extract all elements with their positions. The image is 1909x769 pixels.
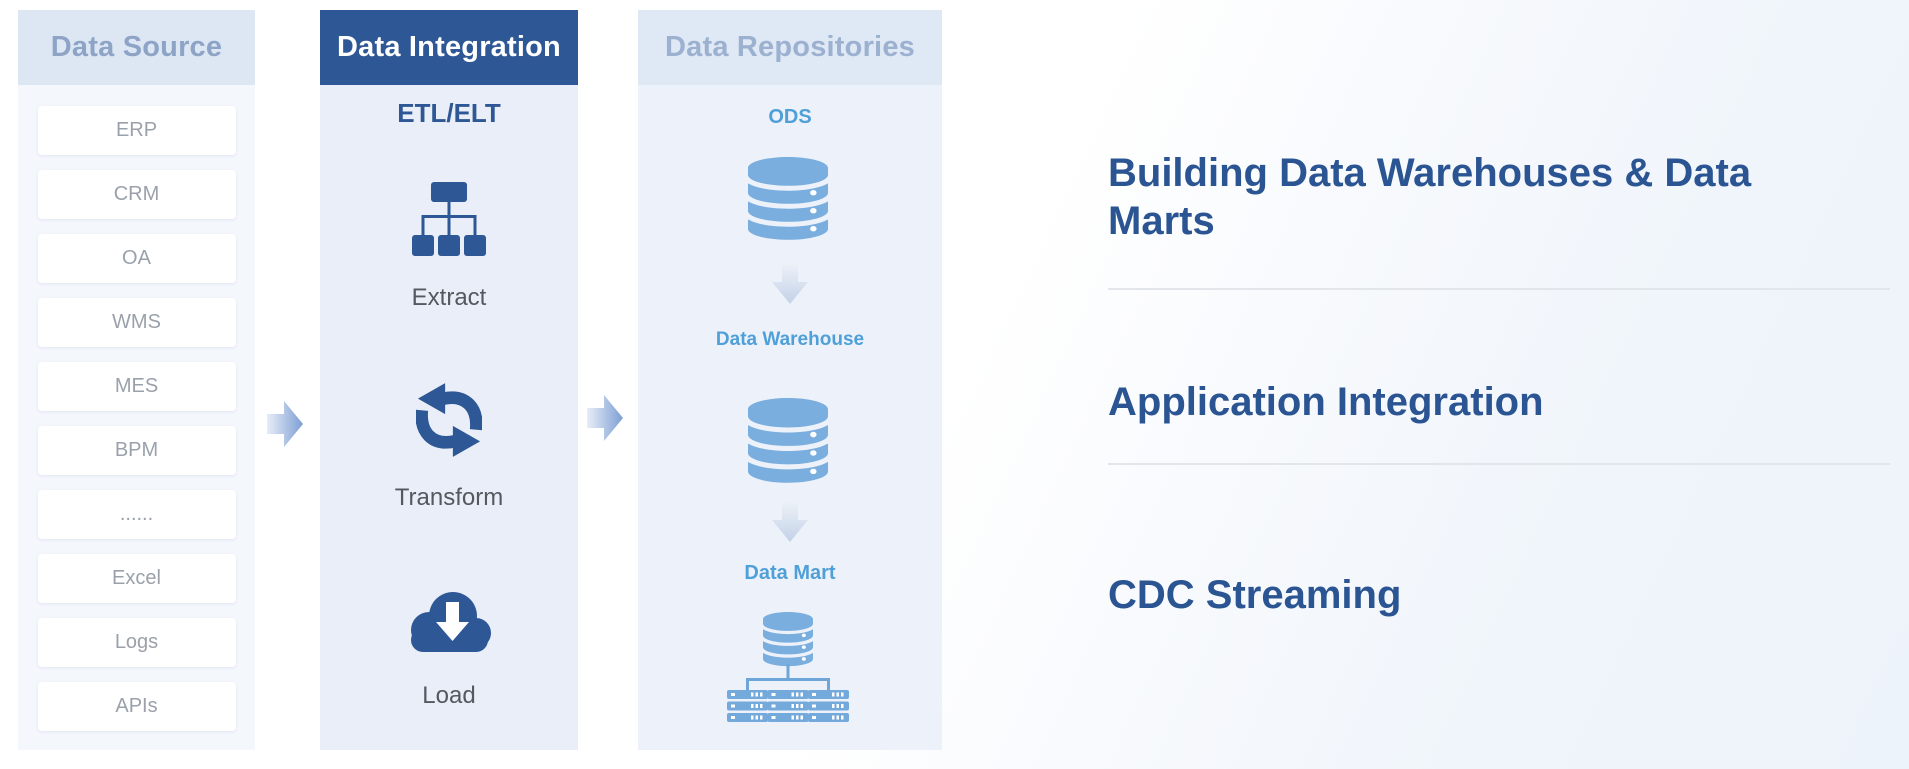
data-source-title: Data Source — [50, 31, 223, 63]
source-item-logs: Logs — [37, 618, 236, 667]
sync-arrows-icon — [416, 383, 482, 457]
capability-title-application-integration: Application Integration — [1108, 379, 1544, 424]
database-icon — [748, 398, 828, 484]
flow-arrow-down-icon — [772, 502, 808, 542]
flow-arrow-right-icon — [267, 401, 303, 447]
transform-label: Transform — [394, 484, 504, 511]
column-data-integration: Data Integration ETL/ELT Extract Trans — [320, 10, 578, 750]
capability-title-warehouses: Building Data Warehouses & Data Marts — [1108, 150, 1752, 243]
divider — [1108, 288, 1890, 290]
column-data-repositories: Data Repositories ODS Data Warehouse Dat… — [638, 10, 942, 750]
data-source-list: ERP CRM OA WMS MES BPM ...... Excel Logs… — [18, 85, 255, 731]
flow-arrow-right-icon — [587, 395, 623, 441]
source-item-crm: CRM — [37, 170, 236, 219]
data-mart-label: Data Mart — [744, 562, 836, 584]
load-label: Load — [422, 682, 476, 709]
data-repositories-header: Data Repositories — [638, 10, 942, 85]
column-data-source: Data Source ERP CRM OA WMS MES BPM .....… — [18, 10, 255, 750]
data-warehouse-label: Data Warehouse — [715, 329, 865, 350]
capability-title-cdc-streaming: CDC Streaming — [1108, 572, 1402, 617]
source-item-mes: MES — [37, 362, 236, 411]
source-item-erp: ERP — [37, 106, 236, 155]
etl-elt-label: ETL/ELT — [397, 98, 501, 128]
source-item-excel: Excel — [37, 554, 236, 603]
source-item-oa: OA — [37, 234, 236, 283]
source-item-bpm: BPM — [37, 426, 236, 475]
data-repositories-title: Data Repositories — [665, 31, 915, 63]
source-item-wms: WMS — [37, 298, 236, 347]
source-item-apis: APIs — [37, 682, 236, 731]
ods-label: ODS — [768, 106, 812, 128]
extract-label: Extract — [411, 284, 487, 311]
source-item-more: ...... — [37, 490, 236, 539]
database-icon — [748, 157, 828, 241]
divider — [1108, 463, 1890, 465]
flow-arrow-down-icon — [772, 264, 808, 304]
data-source-header: Data Source — [18, 10, 255, 85]
data-integration-title: Data Integration — [337, 31, 561, 63]
database-cluster-icon — [727, 598, 849, 722]
data-integration-header: Data Integration — [320, 10, 578, 85]
cloud-download-icon — [411, 592, 491, 652]
sitemap-icon — [412, 182, 486, 256]
